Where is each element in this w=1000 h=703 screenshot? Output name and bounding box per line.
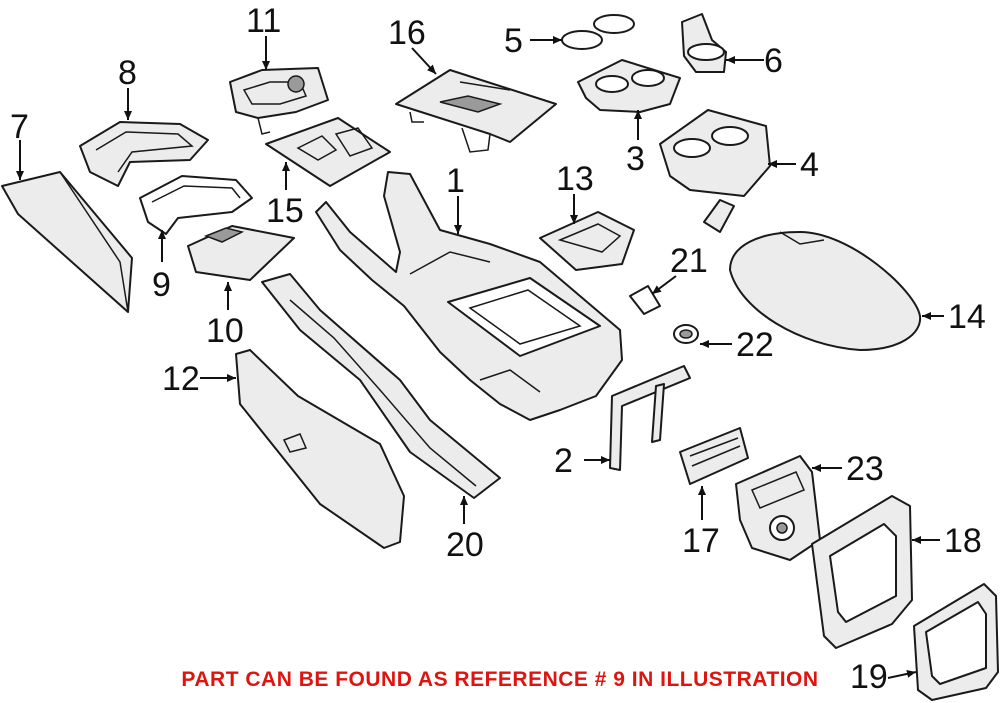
part-22-grommet [673, 324, 699, 344]
part-4-cup-housing [659, 109, 771, 233]
callout-23: 23 [846, 450, 884, 488]
callout-15: 15 [266, 192, 304, 230]
leader-lines [16, 36, 944, 679]
callout-4: 4 [800, 146, 819, 184]
part-6-cup-insert [681, 13, 727, 73]
callout-16: 16 [388, 14, 426, 52]
part-1-console-body [315, 171, 623, 421]
part-10-tray [187, 225, 295, 281]
reference-note: PART CAN BE FOUND AS REFERENCE # 9 IN IL… [181, 668, 819, 691]
part-11-upper-storage [229, 67, 329, 135]
part-15-mat [265, 117, 391, 187]
callout-1: 1 [446, 162, 465, 200]
callout-14: 14 [948, 298, 986, 336]
callout-9: 9 [152, 266, 171, 304]
part-9-bezel-frame [139, 175, 253, 235]
callout-19: 19 [850, 658, 888, 696]
part-21-plug [629, 285, 661, 315]
part-23-shifter-bezel [735, 455, 821, 561]
callout-2: 2 [554, 442, 573, 480]
callout-22: 22 [736, 326, 774, 364]
callout-labels: 1 2 3 4 5 6 7 8 9 10 11 12 13 14 15 16 1… [10, 2, 986, 696]
part-8-upper-bezel [79, 121, 209, 187]
callout-11: 11 [246, 2, 281, 40]
part-16-upper-panel [395, 69, 557, 153]
part-7-side-trim-panel [1, 171, 133, 313]
part-12-side-panel [235, 349, 405, 549]
callout-17: 17 [682, 522, 720, 560]
part-2-bracket [609, 365, 691, 471]
callout-13: 13 [556, 160, 594, 198]
part-13-storage-bin [539, 211, 635, 271]
callout-18: 18 [944, 522, 982, 560]
callout-20: 20 [446, 526, 484, 564]
part-19-rear-frame [913, 583, 999, 701]
part-17-switch-module [679, 427, 749, 485]
part-18-trim-frame [811, 495, 913, 649]
callout-12: 12 [162, 360, 200, 398]
part-14-armrest-lid [729, 231, 922, 351]
part-5-seal [561, 14, 635, 50]
callout-3: 3 [626, 140, 645, 178]
callout-7: 7 [10, 108, 29, 146]
callout-5: 5 [504, 22, 523, 60]
callout-6: 6 [764, 42, 783, 80]
callout-21: 21 [670, 242, 708, 280]
part-20-base-duct [261, 273, 501, 499]
part-3-cup-holder [577, 59, 681, 113]
callout-8: 8 [118, 54, 137, 92]
callout-10: 10 [206, 312, 244, 350]
